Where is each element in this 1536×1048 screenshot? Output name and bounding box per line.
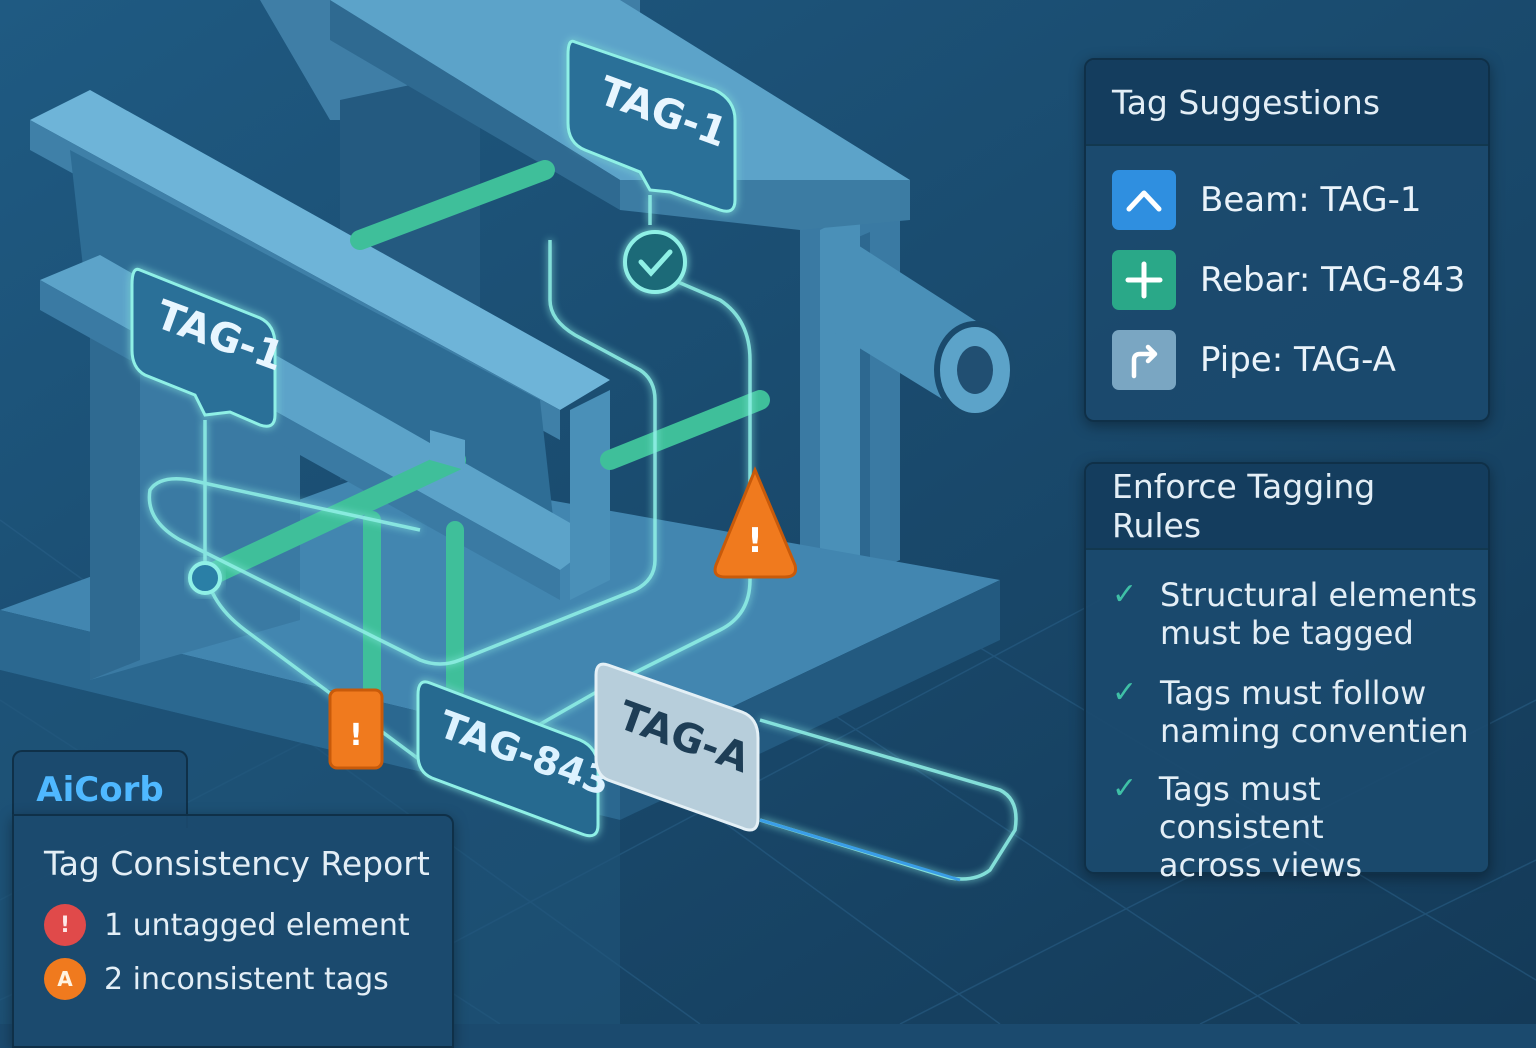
rebar-top bbox=[350, 160, 555, 250]
svg-text:!: ! bbox=[349, 718, 363, 753]
warning-triangle-icon[interactable]: ! bbox=[713, 466, 797, 579]
tag-consistency-report-panel: Tag Consistency Report ! 1 untagged elem… bbox=[12, 814, 454, 1048]
suggestion-rebar[interactable]: Rebar: TAG-843 bbox=[1112, 248, 1465, 312]
pipe bbox=[830, 240, 1016, 419]
rebar-bracket bbox=[430, 430, 465, 470]
warning-icon: A bbox=[44, 958, 86, 1000]
rule-text: Structural elements bbox=[1160, 576, 1478, 614]
suggestion-beam-label: Beam: TAG-1 bbox=[1200, 180, 1422, 220]
tagging-rules-panel: Enforce Tagging Rules ✓ Structural eleme… bbox=[1084, 462, 1490, 884]
report-title: Tag Consistency Report bbox=[44, 844, 430, 883]
tag-callout-pipe[interactable]: TAG-A bbox=[594, 662, 760, 832]
turn-right-arrow-icon bbox=[1112, 330, 1176, 390]
tag-suggestions-panel: Tag Suggestions Beam: TAG-1 Rebar: TAG-8… bbox=[1084, 58, 1490, 422]
check-icon: ✓ bbox=[1112, 577, 1138, 612]
rebar-main bbox=[199, 449, 466, 586]
rebar-end-node[interactable] bbox=[188, 561, 222, 595]
pipe-route-line bbox=[759, 818, 961, 882]
suggestion-pipe-label: Pipe: TAG-A bbox=[1200, 340, 1396, 380]
rule-item: ✓ Structural elements must be tagged bbox=[1112, 576, 1477, 652]
check-node-icon[interactable] bbox=[623, 230, 687, 294]
rule-text: Tags must follow bbox=[1160, 674, 1427, 712]
report-item-label: 2 inconsistent tags bbox=[104, 961, 389, 997]
check-icon: ✓ bbox=[1112, 771, 1138, 806]
report-item-inconsistent[interactable]: A 2 inconsistent tags bbox=[44, 958, 389, 1000]
rule-text: Tags must consistent bbox=[1158, 770, 1324, 846]
rule-text: must be tagged bbox=[1160, 614, 1414, 652]
rebars bbox=[199, 160, 770, 729]
rebar-right bbox=[600, 390, 770, 470]
plus-icon bbox=[1112, 250, 1176, 310]
tag-suggestions-title: Tag Suggestions bbox=[1086, 60, 1488, 146]
report-item-untagged[interactable]: ! 1 untagged element bbox=[44, 904, 410, 946]
suggestion-pipe[interactable]: Pipe: TAG-A bbox=[1112, 328, 1396, 392]
brand-logo: AiCorb bbox=[36, 770, 164, 810]
rule-text: naming conventien bbox=[1160, 712, 1469, 750]
rule-text: across views bbox=[1158, 846, 1363, 884]
warning-square-icon[interactable]: ! bbox=[328, 688, 384, 770]
tagging-rules-title: Enforce Tagging Rules bbox=[1086, 464, 1488, 550]
svg-text:!: ! bbox=[747, 521, 763, 561]
chevron-up-icon bbox=[1112, 170, 1176, 230]
check-icon: ✓ bbox=[1112, 675, 1138, 710]
rule-item: ✓ Tags must consistent across views bbox=[1112, 770, 1488, 884]
tag-callout-rebar[interactable]: TAG-843 bbox=[416, 680, 616, 838]
suggestion-rebar-label: Rebar: TAG-843 bbox=[1200, 260, 1466, 300]
suggestion-beam[interactable]: Beam: TAG-1 bbox=[1112, 168, 1422, 232]
report-item-label: 1 untagged element bbox=[104, 907, 410, 943]
rule-item: ✓ Tags must follow naming conventien bbox=[1112, 674, 1468, 750]
error-icon: ! bbox=[44, 904, 86, 946]
